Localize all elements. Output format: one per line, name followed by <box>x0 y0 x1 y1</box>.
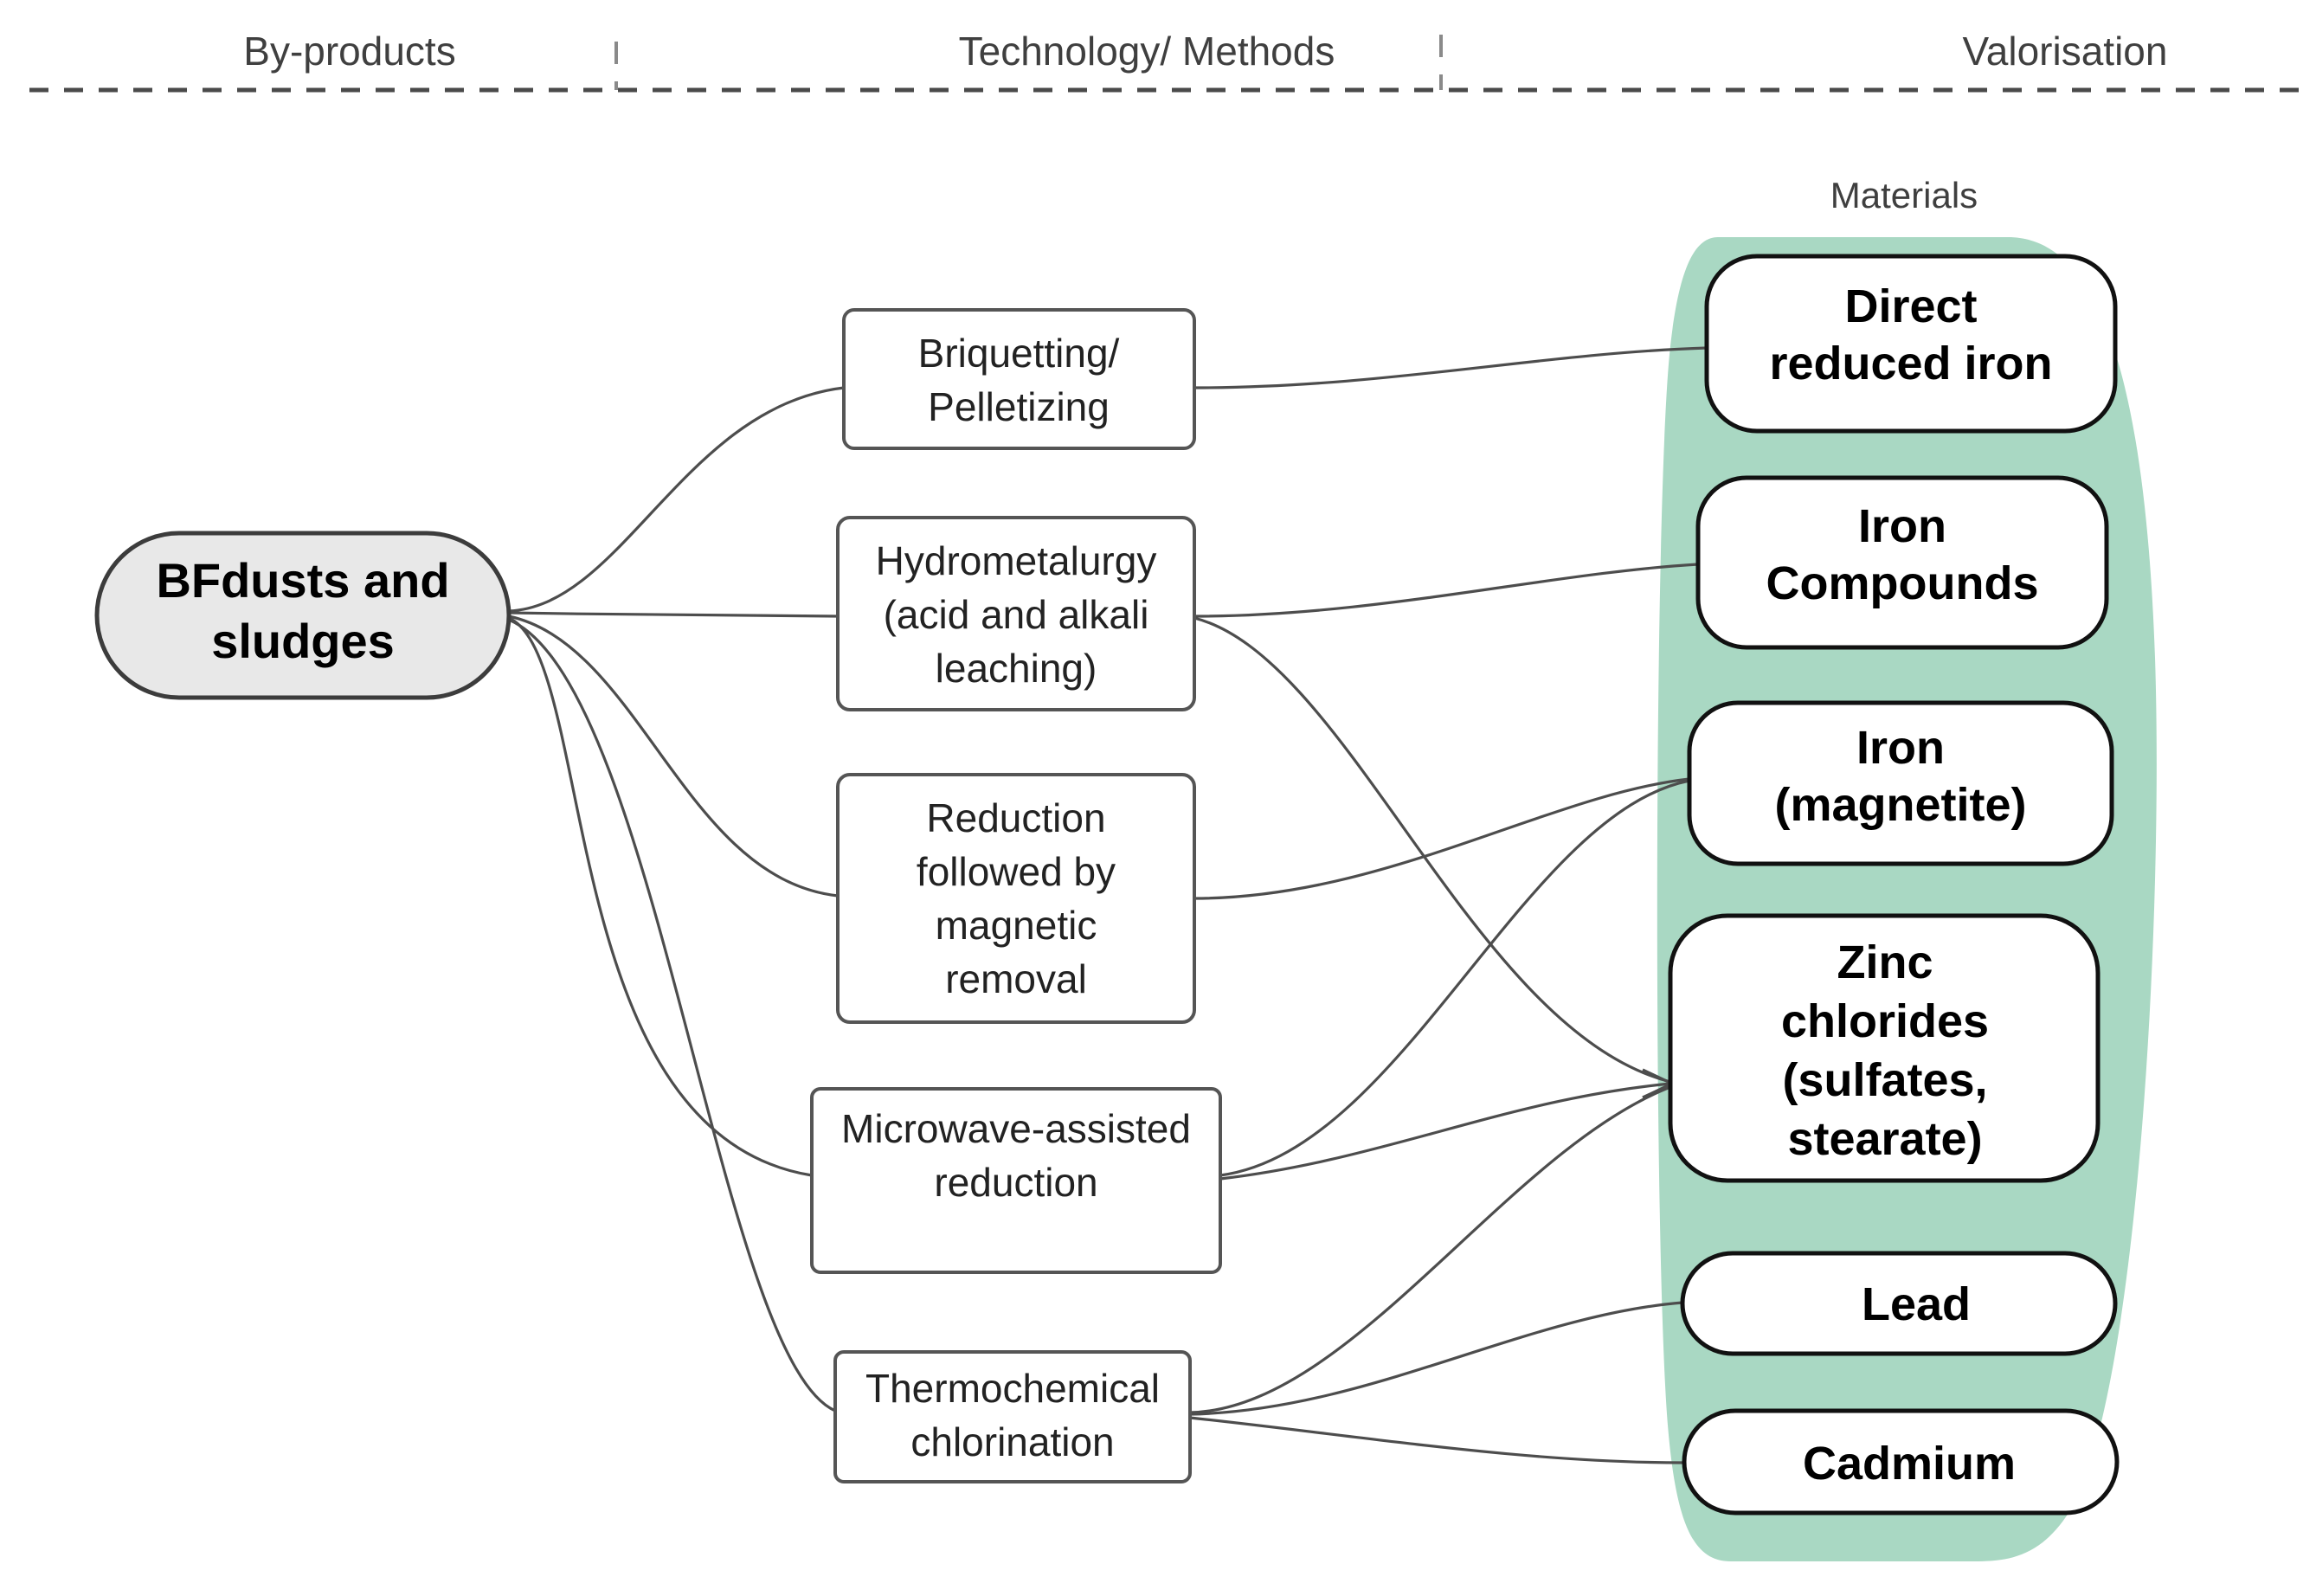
edge-hydrometallurgy-to-zinc-chlorides <box>1193 616 1671 1084</box>
edge-microwave-to-iron-magnetite <box>1219 779 1690 1177</box>
tech-box-briquetting[interactable]: Briquetting/ Pelletizing <box>842 308 1196 450</box>
material-iron-compounds-line1: Iron <box>1858 500 1946 552</box>
edge-thermochemical-to-zinc-chlorides <box>1189 1085 1671 1414</box>
material-lead-shape[interactable] <box>1680 1251 2118 1356</box>
material-pill-iron-magnetite[interactable]: Iron (magnetite) <box>1687 700 2114 866</box>
edge-bfdusts-to-microwave-reduction <box>508 616 813 1177</box>
edge-bfdusts-to-reduction-magnetic <box>508 615 839 898</box>
edges-technology-to-materials <box>1189 346 1708 1464</box>
material-iron-magnetite-shape[interactable] <box>1687 700 2114 866</box>
tech-box-microwave-reduction[interactable]: Microwave-assisted reduction <box>810 1087 1222 1274</box>
edge-reduction-to-iron-magnetite <box>1193 777 1690 900</box>
phase-header: By-products Technology/ Methods Valorisa… <box>29 29 2302 93</box>
tech-hydrometallurgy-line1: Hydrometalurgy <box>876 538 1157 583</box>
tech-box-briquetting-shape[interactable] <box>842 308 1196 450</box>
tech-box-reduction-magnetic[interactable]: Reduction followed by magnetic removal <box>836 773 1196 1024</box>
material-zinc-chlorides-line1: Zinc <box>1837 936 1933 988</box>
material-zinc-chlorides-line4: stearate) <box>1787 1113 1982 1165</box>
edge-briquetting-to-direct-reduced-iron <box>1193 346 1708 389</box>
tech-reduction-line1: Reduction <box>926 795 1105 840</box>
bf-dusts-node-line1: BFdusts and <box>156 553 449 608</box>
edge-thermochemical-to-lead <box>1189 1301 1683 1416</box>
tech-reduction-line2: followed by <box>917 849 1116 894</box>
edge-thermochemical-to-cadmium <box>1189 1416 1685 1464</box>
edge-bfdusts-to-briquetting <box>508 386 845 613</box>
material-cadmium-shape[interactable] <box>1682 1408 2120 1516</box>
tech-thermochemical-line2: chlorination <box>910 1419 1114 1464</box>
edges-source-to-technology <box>508 386 845 1413</box>
tech-briquetting-line1: Briquetting/ <box>918 331 1120 376</box>
material-cadmium-label: Cadmium <box>1803 1438 2016 1490</box>
material-iron-compounds-shape[interactable] <box>1695 475 2109 650</box>
tech-thermochemical-line1: Thermochemical <box>865 1366 1160 1411</box>
tech-box-hydrometallurgy[interactable]: Hydrometalurgy (acid and alkali leaching… <box>836 516 1196 711</box>
tech-reduction-line3: magnetic <box>936 903 1097 948</box>
phase-label-valorisation: Valorisation <box>1963 29 2168 74</box>
material-pill-cadmium[interactable]: Cadmium <box>1682 1408 2120 1516</box>
phase-label-by-products: By-products <box>243 29 455 74</box>
material-pills: Direct reduced iron Iron Compounds Iron … <box>1668 254 2120 1516</box>
material-pill-lead[interactable]: Lead <box>1680 1251 2118 1356</box>
tech-box-thermochemical-chlorination[interactable]: Thermochemical chlorination <box>833 1350 1192 1483</box>
material-direct-reduced-iron-line2: reduced iron <box>1769 338 2052 389</box>
bf-dusts-node[interactable] <box>94 531 511 700</box>
tech-box-hydrometallurgy-shape[interactable] <box>836 516 1196 711</box>
tech-briquetting-line2: Pelletizing <box>928 384 1110 429</box>
material-pill-iron-compounds[interactable]: Iron Compounds <box>1695 475 2109 650</box>
tech-box-thermochemical-shape[interactable] <box>833 1350 1192 1483</box>
source-node-group[interactable]: BFdusts and sludges <box>94 531 511 700</box>
material-pill-direct-reduced-iron[interactable]: Direct reduced iron <box>1704 254 2118 434</box>
material-pill-zinc-chlorides[interactable]: Zinc chlorides (sulfates, stearate) <box>1668 913 2100 1183</box>
tech-hydrometallurgy-line2: (acid and alkali <box>884 592 1149 637</box>
tech-hydrometallurgy-line3: leaching) <box>936 646 1097 691</box>
material-zinc-chlorides-shape[interactable] <box>1668 913 2100 1183</box>
material-direct-reduced-iron-line1: Direct <box>1844 280 1977 332</box>
edge-bfdusts-to-thermochemical <box>508 618 836 1413</box>
edge-bfdusts-to-hydrometallurgy <box>508 611 839 618</box>
material-iron-magnetite-line2: (magnetite) <box>1774 779 2026 831</box>
tech-box-microwave-reduction-shape[interactable] <box>810 1087 1222 1274</box>
material-zinc-chlorides-line2: chlorides <box>1781 995 1989 1047</box>
tech-box-reduction-magnetic-shape[interactable] <box>836 773 1196 1024</box>
tech-microwave-line2: reduction <box>934 1160 1097 1205</box>
edge-microwave-to-zinc-chlorides <box>1219 1082 1671 1181</box>
materials-group-label: Materials <box>1830 175 1978 216</box>
phase-label-technology-methods: Technology/ Methods <box>959 29 1335 74</box>
tech-reduction-line4: removal <box>945 956 1087 1001</box>
materials-group-background <box>1657 237 2157 1561</box>
material-zinc-chlorides-line3: (sulfates, <box>1782 1054 1987 1106</box>
bf-dusts-node-line2: sludges <box>211 614 395 668</box>
technology-boxes: Briquetting/ Pelletizing Hydrometalurgy … <box>810 308 1222 1483</box>
tech-microwave-line1: Microwave-assisted <box>841 1106 1191 1151</box>
material-lead-label: Lead <box>1862 1278 1971 1330</box>
edge-hydrometallurgy-to-iron-compounds <box>1193 563 1699 618</box>
material-iron-magnetite-line1: Iron <box>1856 722 1945 774</box>
material-direct-reduced-iron-shape[interactable] <box>1704 254 2118 434</box>
material-iron-compounds-line2: Compounds <box>1766 557 2039 609</box>
